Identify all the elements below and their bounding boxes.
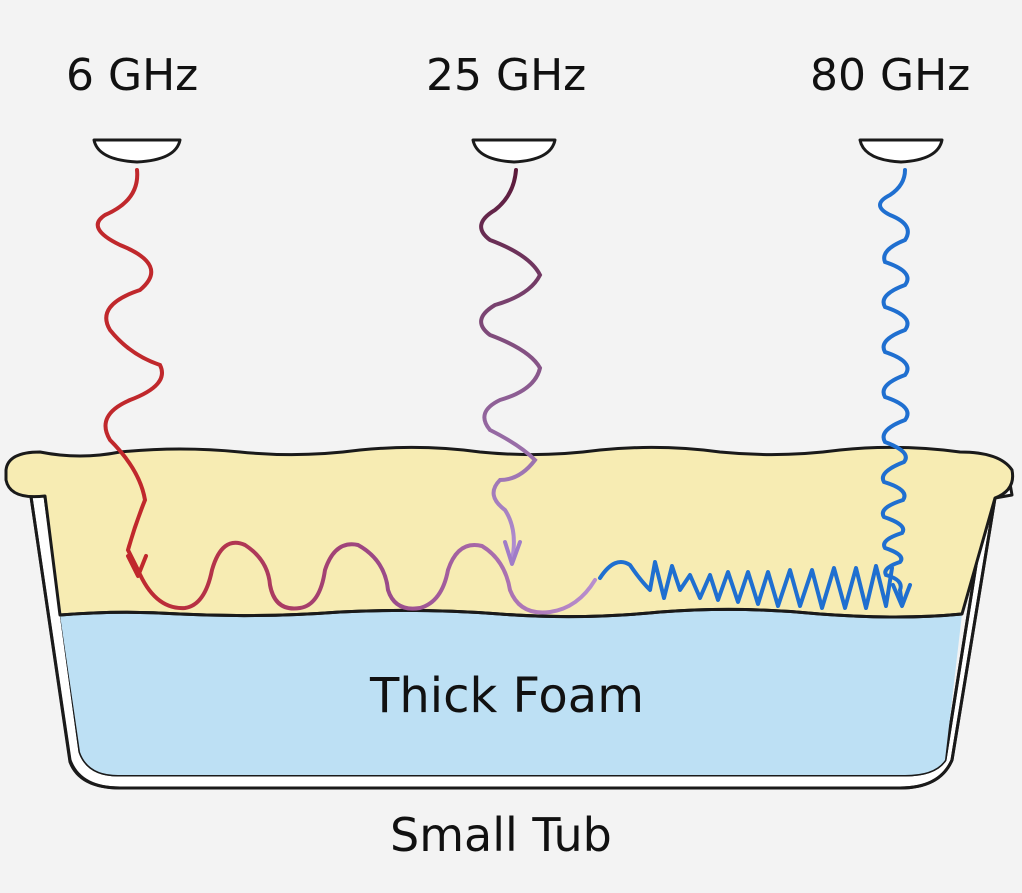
liquid-layer (60, 609, 962, 775)
emitter-6ghz-icon (92, 138, 182, 164)
wave-25ghz (479, 168, 543, 562)
frequency-label-80ghz: 80 GHz (810, 50, 971, 101)
foam-liquid-boundary (59, 607, 963, 619)
emitter-25ghz-icon (471, 138, 557, 164)
container-label: Small Tub (390, 808, 612, 862)
wave-6ghz (95, 168, 164, 572)
frequency-label-25ghz: 25 GHz (426, 50, 587, 101)
arrowhead-25ghz (503, 540, 522, 566)
emitter-80ghz-icon (858, 138, 944, 164)
tub-wall-left (28, 489, 997, 790)
wave-80ghz (878, 168, 910, 606)
arrowhead-6ghz (126, 554, 148, 578)
frequency-label-6ghz: 6 GHz (66, 50, 199, 101)
wave-80ghz-trail (598, 560, 894, 610)
liquid-label: Thick Foam (370, 668, 644, 724)
arrowhead-80ghz (891, 583, 912, 608)
wave-6ghz-trail (136, 540, 597, 615)
